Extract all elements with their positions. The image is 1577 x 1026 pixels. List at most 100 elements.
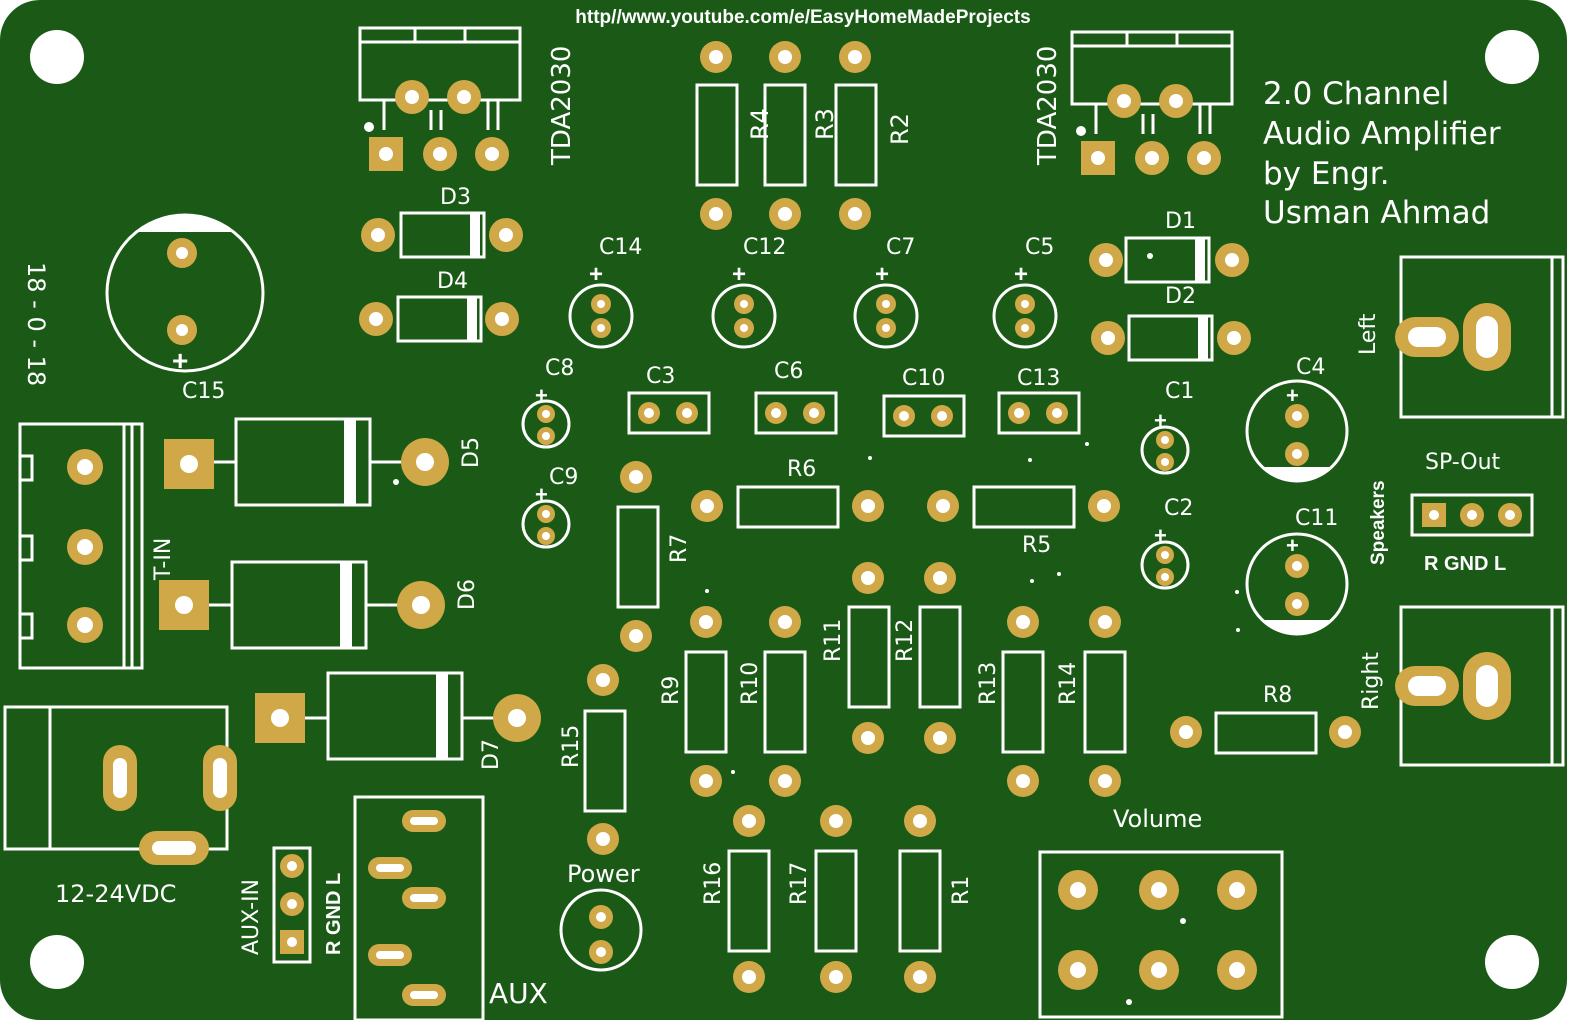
label-c13: C13 <box>1017 366 1060 391</box>
plus-c15: + <box>172 345 188 376</box>
label-r6: R6 <box>787 457 816 482</box>
cap-c7 <box>853 283 919 349</box>
plus-c8: + <box>535 383 548 408</box>
header-aux-in <box>272 846 312 964</box>
label-volume: Volume <box>1113 805 1202 833</box>
volume-pot <box>1038 850 1284 1019</box>
title-line-3: by Engr. <box>1263 156 1390 192</box>
label-r4: R4 <box>746 108 774 140</box>
resistor-r17 <box>814 805 858 993</box>
mounting-holes <box>30 30 1539 989</box>
label-sp-out: SP-Out <box>1425 450 1501 475</box>
resistor-r3 <box>763 41 807 230</box>
mounting-hole-tl <box>30 30 84 84</box>
label-r14: R14 <box>1056 662 1081 705</box>
cap-c10 <box>882 394 966 438</box>
label-c12: C12 <box>743 235 786 260</box>
dc-jack <box>3 705 237 865</box>
resistor-r13 <box>1001 606 1045 797</box>
power-led <box>559 888 643 972</box>
label-c9: C9 <box>549 465 578 490</box>
label-r9: R9 <box>659 676 684 705</box>
label-speakers: Speakers <box>1368 480 1389 565</box>
label-t-in: T-IN <box>151 538 176 581</box>
speaker-terminal-left <box>1395 255 1565 419</box>
resistor-r12 <box>918 562 962 754</box>
diode-d4 <box>359 295 519 343</box>
plus-c12: + <box>732 261 746 288</box>
resistor-r10 <box>763 606 807 797</box>
cap-c9 <box>521 499 571 549</box>
mounting-hole-tr <box>1485 30 1539 84</box>
diode-d2 <box>1091 314 1251 362</box>
label-d4: D4 <box>437 269 468 294</box>
silk-dots <box>705 442 1240 774</box>
label-d2: D2 <box>1165 284 1196 309</box>
label-c5: C5 <box>1025 235 1054 260</box>
resistor-r1 <box>898 805 942 993</box>
tda-left-pin1-dot <box>364 122 374 132</box>
label-r5: R5 <box>1022 533 1051 558</box>
label-left: Left <box>1356 313 1381 355</box>
label-c2: C2 <box>1164 496 1193 521</box>
label-d1: D1 <box>1165 209 1196 234</box>
aux-jack <box>353 795 485 1022</box>
label-transformer-voltage: 18 - 0 - 18 <box>22 262 50 386</box>
resistor-r4 <box>695 41 739 230</box>
resistor-r7 <box>616 461 660 652</box>
plus-c1: + <box>1154 408 1167 433</box>
label-c3: C3 <box>646 364 675 389</box>
mounting-hole-bl <box>30 935 84 989</box>
tda-right-pads <box>1081 84 1221 175</box>
label-r7: R7 <box>667 534 692 563</box>
diode-d3 <box>361 211 523 259</box>
label-r15: R15 <box>559 725 584 768</box>
label-r2: R2 <box>886 113 914 145</box>
label-r3: R3 <box>811 108 839 140</box>
label-aux-in: AUX-IN <box>239 879 264 955</box>
title-line-2: Audio Amplifier <box>1263 116 1501 152</box>
cap-c14 <box>568 283 634 349</box>
plus-c5: + <box>1014 261 1028 288</box>
board-title: 2.0 Channel Audio Amplifier by Engr. Usm… <box>1263 76 1501 231</box>
label-c4: C4 <box>1296 355 1325 380</box>
label-r17: R17 <box>787 862 812 905</box>
diode-d7 <box>255 671 541 761</box>
label-power: Power <box>567 860 640 888</box>
speaker-terminal-right <box>1395 605 1565 767</box>
cap-c2 <box>1140 540 1190 590</box>
label-c11: C11 <box>1295 506 1338 531</box>
label-c7: C7 <box>886 235 915 260</box>
t-in-pads <box>67 449 103 643</box>
plus-c4: + <box>1286 383 1299 408</box>
plus-c7: + <box>875 261 889 288</box>
label-c6: C6 <box>774 359 803 384</box>
header-sp-out <box>1410 493 1534 537</box>
tda-right-pin1-dot <box>1076 126 1086 136</box>
terminal-t-in <box>18 422 144 670</box>
resistor-r14 <box>1083 606 1127 797</box>
tda2030-left <box>358 26 522 130</box>
resistor-r15 <box>583 664 627 855</box>
tda-left-pads <box>369 80 509 171</box>
label-r10: R10 <box>738 662 763 705</box>
cap-c11 <box>1245 532 1349 636</box>
cap-c6 <box>754 391 838 435</box>
plus-c14: + <box>589 261 603 288</box>
label-r16: R16 <box>701 862 726 905</box>
cap-c13 <box>997 391 1081 435</box>
label-d5: D5 <box>459 437 484 468</box>
label-tda-left: TDA2030 <box>547 46 577 166</box>
mounting-hole-br <box>1485 935 1539 989</box>
resistor-r6 <box>691 485 884 529</box>
resistor-r2 <box>834 41 878 230</box>
cap-c1 <box>1140 425 1190 475</box>
label-dc-in: 12-24VDC <box>55 880 176 908</box>
cap-c15 <box>105 213 265 373</box>
label-tda-right: TDA2030 <box>1033 46 1063 166</box>
resistor-r11 <box>847 562 891 754</box>
label-right: Right <box>1359 652 1384 710</box>
cap-c5 <box>992 283 1058 349</box>
label-c8: C8 <box>545 356 574 381</box>
